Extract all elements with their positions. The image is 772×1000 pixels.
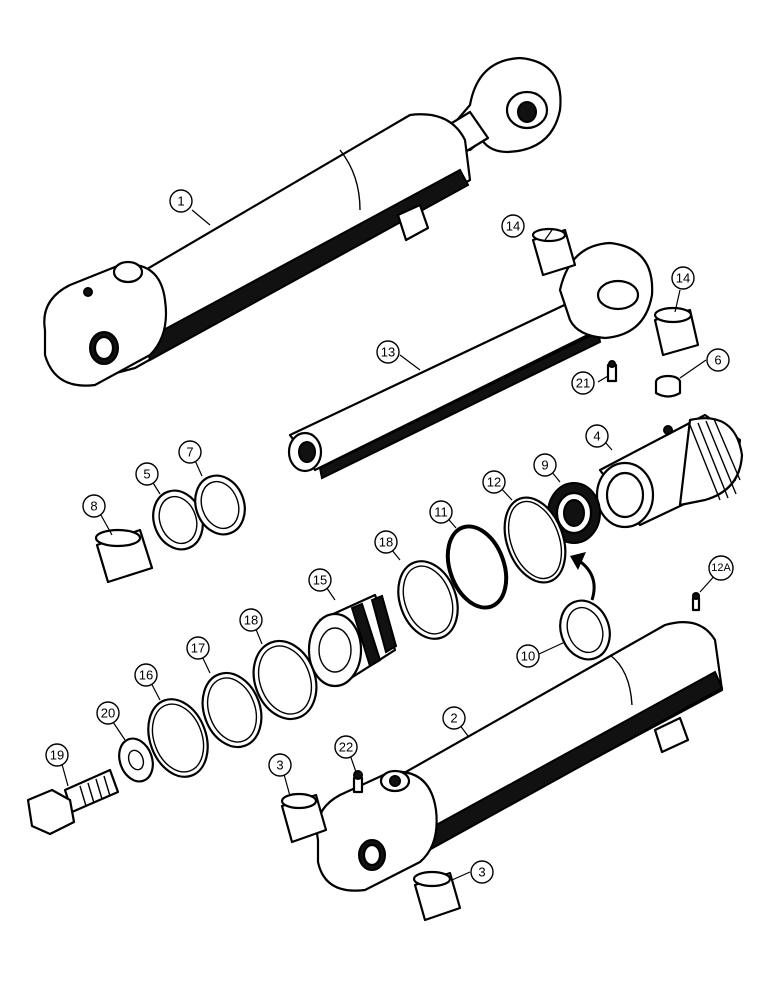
svg-text:18: 18 — [379, 535, 393, 550]
ring-17 — [201, 671, 263, 749]
callout-18-upper: 18 — [374, 530, 398, 554]
callout-18-lower: 18 — [239, 608, 263, 632]
callout-14-right: 14 — [671, 266, 695, 290]
callout-2: 2 — [442, 706, 466, 730]
svg-text:17: 17 — [191, 641, 205, 656]
svg-text:20: 20 — [101, 706, 115, 721]
svg-text:12: 12 — [487, 475, 501, 490]
bushing-3-upper — [280, 792, 328, 844]
svg-text:16: 16 — [139, 668, 153, 683]
callout-1: 1 — [169, 189, 193, 213]
svg-text:19: 19 — [50, 748, 64, 763]
callout-15: 15 — [308, 568, 332, 592]
callout-12: 12 — [482, 470, 506, 494]
gland-head — [595, 413, 744, 529]
svg-text:5: 5 — [143, 467, 150, 482]
grease-fitting-21 — [606, 360, 618, 383]
washer-20 — [118, 737, 154, 783]
callout-5: 5 — [135, 462, 159, 486]
grease-fitting-22 — [352, 770, 364, 794]
cylinder-barrel — [315, 621, 724, 892]
callout-16: 16 — [134, 663, 158, 687]
ring-5-inner — [158, 495, 198, 545]
svg-text:13: 13 — [381, 345, 395, 360]
ring-16-inner — [151, 703, 205, 773]
callout-13: 13 — [376, 340, 400, 364]
svg-text:2: 2 — [450, 711, 457, 726]
svg-text:7: 7 — [186, 445, 193, 460]
ring-12 — [503, 496, 567, 584]
ring-18-lower-inner — [257, 645, 313, 715]
ring-17-inner — [206, 677, 258, 743]
ring-18-lower — [252, 639, 318, 721]
svg-text:21: 21 — [576, 376, 590, 391]
svg-text:4: 4 — [593, 429, 600, 444]
svg-text:14: 14 — [506, 219, 520, 234]
install-arrow-head — [570, 552, 586, 570]
callout-4: 4 — [585, 424, 609, 448]
bushing-8 — [94, 528, 154, 584]
piston-rod — [287, 241, 654, 480]
bolt-19 — [26, 768, 120, 836]
svg-text:22: 22 — [339, 740, 353, 755]
bushing-14-left — [531, 227, 577, 277]
callout-14-left: 14 — [501, 214, 525, 238]
svg-text:3: 3 — [478, 865, 485, 880]
svg-text:10: 10 — [521, 649, 535, 664]
svg-text:6: 6 — [714, 353, 721, 368]
svg-text:14: 14 — [676, 271, 690, 286]
callout-21: 21 — [571, 371, 595, 395]
svg-text:18: 18 — [244, 613, 258, 628]
assembled-cylinder — [43, 56, 562, 387]
callout-3-lower: 3 — [470, 860, 494, 884]
callout-19: 19 — [45, 743, 69, 767]
ring-10 — [559, 599, 611, 661]
callout-17: 17 — [186, 636, 210, 660]
callout-22: 22 — [334, 735, 358, 759]
bushing-14-right — [653, 306, 700, 357]
callout-6: 6 — [706, 348, 730, 372]
callout-3-upper: 3 — [268, 753, 292, 777]
svg-text:8: 8 — [90, 499, 97, 514]
fitting-12a — [691, 592, 701, 612]
svg-text:11: 11 — [434, 505, 448, 520]
svg-text:9: 9 — [541, 458, 548, 473]
callout-11: 11 — [429, 500, 453, 524]
o-ring-11 — [445, 524, 509, 610]
callout-12a: 12A — [708, 555, 734, 581]
callout-8: 8 — [82, 494, 106, 518]
ring-18-upper — [397, 560, 459, 640]
svg-text:1: 1 — [177, 194, 184, 209]
bushing-3-lower — [412, 870, 462, 922]
callout-7: 7 — [178, 440, 202, 464]
ring-7-inner — [200, 480, 240, 530]
ring-16 — [147, 698, 209, 778]
callout-10: 10 — [516, 644, 540, 668]
svg-text:15: 15 — [313, 573, 327, 588]
piston-15 — [307, 593, 398, 688]
ring-12-inner — [507, 500, 563, 580]
install-arrow — [577, 558, 596, 601]
svg-text:12A: 12A — [711, 562, 731, 574]
plug-6 — [654, 374, 682, 398]
ring-18-upper-inner — [402, 565, 454, 635]
callout-20: 20 — [96, 701, 120, 725]
callout-9: 9 — [533, 453, 557, 477]
svg-text:3: 3 — [276, 758, 283, 773]
